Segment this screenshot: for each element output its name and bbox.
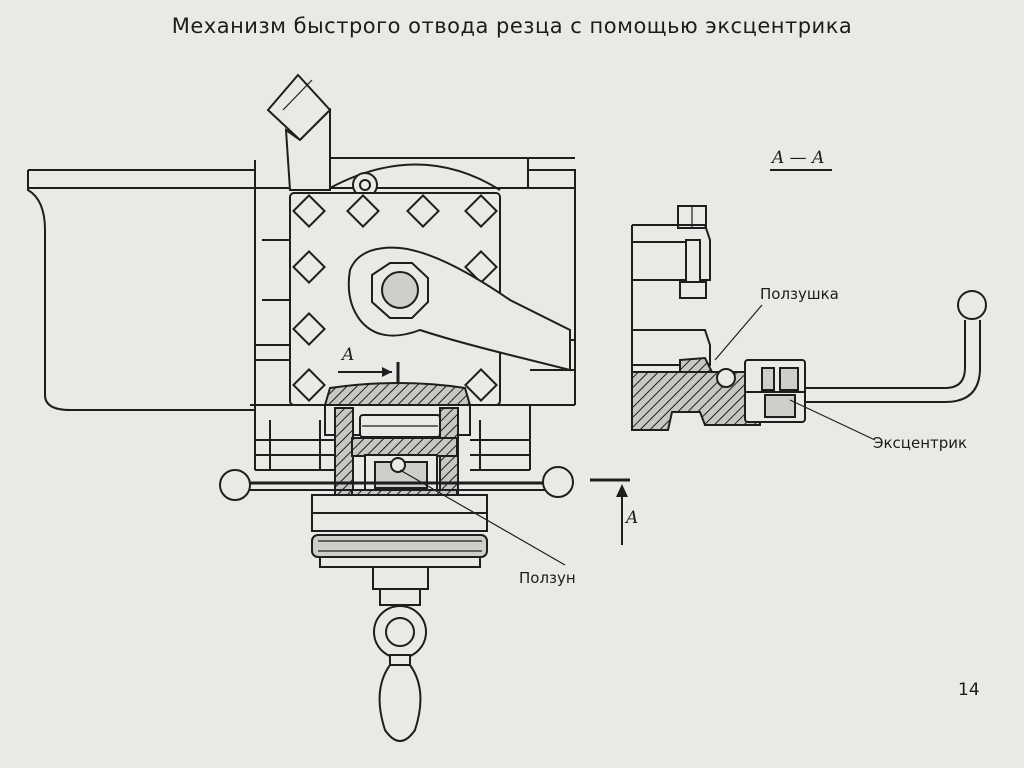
- section-view: [631, 169, 987, 441]
- leader-slider-bottom: [399, 469, 566, 566]
- section-cut-letter: A: [342, 345, 355, 365]
- leader-eccentric: [789, 399, 876, 441]
- carriage-body: [27, 169, 255, 411]
- screw-handle: [372, 566, 429, 742]
- oiler: [266, 73, 332, 191]
- callout-slider-bottom: Ползун: [519, 569, 576, 587]
- cross-rails: [254, 405, 531, 471]
- leader-slider-top: [714, 304, 763, 361]
- clamp-lever: [347, 246, 571, 372]
- tool-post-bolts: [292, 194, 498, 402]
- feed-dial: [311, 494, 488, 568]
- section-arrow-letter: A: [626, 508, 639, 528]
- diagram-title: Механизм быстрого отвода резца с помощью…: [171, 14, 853, 38]
- callout-eccentric: Эксцентрик: [873, 434, 968, 452]
- main-view: [27, 73, 630, 742]
- section-handle-ball: [957, 290, 987, 320]
- guard-arc: [329, 163, 501, 191]
- carriage-right-shoulder: [528, 169, 576, 188]
- section-title: A — A: [772, 148, 825, 168]
- cross-handle: [219, 466, 574, 501]
- callout-slider-top: Ползушка: [760, 285, 839, 303]
- page-number: 14: [958, 680, 980, 700]
- section-arrow: [590, 478, 630, 545]
